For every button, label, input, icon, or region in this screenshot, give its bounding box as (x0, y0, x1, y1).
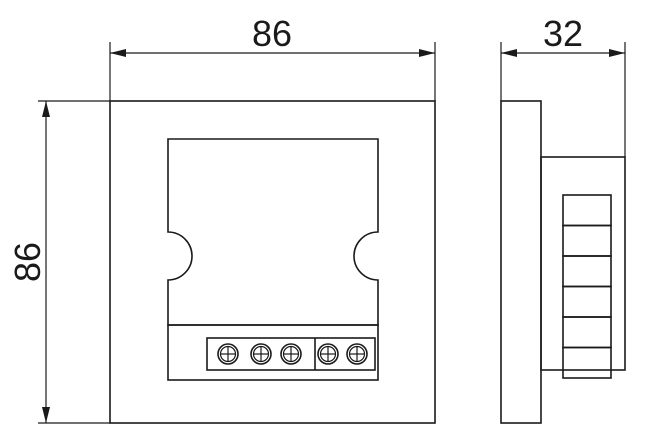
height-dimension-label: 86 (7, 242, 48, 282)
side-terminal-slot (562, 194, 612, 227)
depth-dimension: 32 (500, 13, 626, 157)
side-view: 32 (500, 13, 626, 424)
screw-terminal (317, 343, 339, 365)
front-terminal-strip (167, 324, 379, 381)
side-face-plate (500, 100, 542, 424)
side-terminal-stack (562, 194, 612, 379)
side-terminal-slot (562, 346, 612, 379)
side-terminal-slot (562, 285, 612, 318)
screw-terminal (250, 343, 272, 365)
height-dim-arrow-bottom (42, 407, 50, 423)
front-outer-frame (109, 100, 436, 424)
side-terminal-slot (562, 255, 612, 288)
height-dimension: 86 (7, 100, 110, 424)
front-view: 86 86 (7, 13, 436, 424)
depth-dim-arrow-right (609, 49, 625, 57)
front-inner-cutout (167, 138, 379, 326)
front-screw-terminals (217, 343, 368, 365)
front-terminal-block (206, 337, 376, 371)
depth-dimension-label: 32 (543, 13, 583, 54)
width-dim-arrow-right (419, 49, 435, 57)
side-terminal-slot (562, 224, 612, 257)
side-terminal-slot (562, 316, 612, 349)
height-dim-arrow-top (42, 101, 50, 117)
width-dimension: 86 (109, 13, 436, 101)
screw-terminal (217, 343, 239, 365)
depth-dim-arrow-left (501, 49, 517, 57)
width-dimension-label: 86 (252, 13, 292, 54)
width-dim-arrow-left (110, 49, 126, 57)
side-rear-body (540, 156, 626, 371)
screw-terminal (280, 343, 302, 365)
screw-terminal (346, 343, 368, 365)
